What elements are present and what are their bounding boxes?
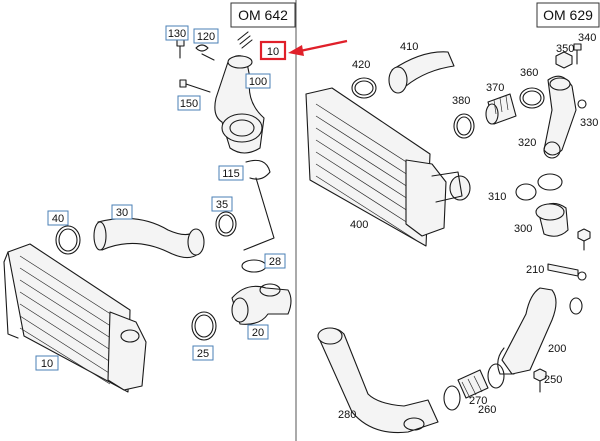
callout-label-right: 310 [488,191,506,203]
charge-hose-30 [93,217,205,259]
callout-tag-left: 28 [264,253,286,269]
callout-label: 150 [180,98,198,110]
callout-label-right: 260 [478,404,496,416]
callout-label: 40 [52,213,64,225]
bolt-250 [533,368,547,393]
clamp-120 [195,44,215,61]
clamp-420 [351,77,377,99]
callout-label-right: 350 [556,43,574,55]
callout-tag-left: 100 [245,73,271,89]
ring-115 [245,159,271,180]
callout-tag-left: 35 [211,196,233,212]
callout-tag-left: 130 [165,25,189,41]
callout-label: 115 [222,168,240,180]
callout-label-right: 320 [518,137,536,149]
ring-290 [569,297,583,315]
engine-header-right: OM 629 [536,2,600,28]
hose-410 [388,51,455,94]
highlight-box [259,40,287,61]
callout-label: 100 [249,76,267,88]
engine-header-left: OM 642 [230,2,296,28]
nut-350 [555,51,573,69]
callout-tag-left: 30 [111,204,133,220]
callout-tag-left: 120 [193,28,219,44]
callout-label-right: 410 [400,41,418,53]
callout-tag-left: 10 [35,355,59,371]
callout-label: 120 [197,31,215,43]
hose-200 [497,287,557,375]
highlighted-callout: 10 [267,46,279,58]
o-ring-28 [241,259,267,273]
callout-label-right: 300 [514,223,532,235]
connector-370 [485,93,517,125]
callout-label-right: 340 [578,32,596,44]
callout-tag-left: 20 [247,324,269,340]
callout-label-right: 270 [469,395,487,407]
callout-tag-left: 25 [192,345,214,361]
callout-label-right: 400 [350,219,368,231]
clamp-360-top [519,87,545,109]
callout-label: 10 [41,358,53,370]
duct-280 [317,327,439,434]
callout-label-right: 280 [338,409,356,421]
engine-label-left: OM 642 [238,7,288,23]
callout-label: 28 [269,256,281,268]
callout-label: 130 [168,28,186,40]
callout-label-right: 360 [520,67,538,79]
callout-label-right: 200 [548,343,566,355]
clamp-310 [515,183,537,201]
callout-label: 35 [216,199,228,211]
engine-label-right: OM 629 [543,7,593,23]
clamp-40 [55,225,81,255]
callout-label-right: 420 [352,59,370,71]
callout-label-right: 370 [486,82,504,94]
clamp-35 [215,211,237,237]
leader-line [243,177,275,251]
intercooler-10 [3,243,147,393]
intercooler-400 [305,87,471,247]
fitting-320 [543,141,561,159]
callout-label-right: 330 [580,117,598,129]
callout-tag-left: 115 [218,165,244,181]
spring-clip [237,31,253,49]
callout-layer: 130 120 150 100 115 40 30 35 28 20 25 10 410 420 340 35… [35,25,598,421]
callout-label-right: 250 [544,374,562,386]
clamp-270-right [487,363,505,389]
callout-label: 25 [197,348,209,360]
intake-elbow-100 [214,55,265,154]
callout-tag-left: 150 [177,95,201,111]
coupling-260 [457,369,489,399]
elbow-300 [535,202,569,237]
clamp-25 [191,311,217,341]
bolt-340 [573,43,582,65]
callout-label-right: 380 [452,95,470,107]
red-arrow-icon [288,39,348,56]
bolt-150 [179,79,211,93]
clamp-270-left [443,385,461,411]
clamp-360-lower [537,173,563,191]
callout-tag-left: 40 [47,210,69,226]
pipe-330 [543,75,587,156]
callout-label: 20 [252,327,264,339]
bolt-130 [176,39,185,59]
bolt-230 [577,228,591,251]
callout-label: 30 [116,207,128,219]
clamp-380 [453,113,475,139]
bracket-210 [547,263,579,277]
elbow-20 [231,283,292,325]
callout-label-right: 210 [526,264,544,276]
